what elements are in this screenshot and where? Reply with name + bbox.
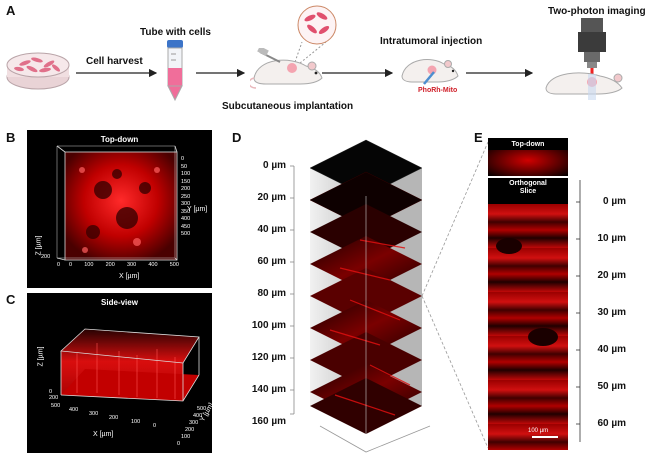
panel-e-axis	[576, 180, 581, 442]
tick: 0	[181, 156, 185, 162]
panel-c-z-ticks: 0 200	[49, 389, 58, 401]
panel-b-label: B	[6, 130, 16, 145]
panel-c-x-ticks: 500 400 300 200 100 0	[51, 403, 161, 437]
panel-b-x-ticks: 0 100 200 300 400 500	[69, 262, 179, 268]
tick: 0	[69, 262, 73, 268]
tick: 500	[169, 262, 179, 268]
panel-e-topdown-image: Top-down	[488, 138, 568, 176]
tick: 200	[49, 395, 59, 401]
depth-label: 100 µm	[251, 320, 286, 331]
depth-label: 0 µm	[263, 160, 286, 171]
tick: 300	[181, 201, 191, 207]
step-tube: Tube with cells	[140, 27, 211, 38]
panel-d-stack	[290, 139, 489, 453]
tick: 400	[181, 216, 191, 222]
tick: 350	[181, 208, 191, 215]
panel-b-y-axis: Y [µm]	[187, 206, 208, 213]
depth-label: 40 µm	[597, 344, 626, 355]
panel-b-title: Top-down	[100, 135, 139, 144]
panel-d-label: D	[232, 130, 242, 145]
tick: 500	[197, 406, 207, 412]
panel-a-label: A	[6, 3, 16, 18]
tick: 300	[127, 262, 137, 268]
depth-label: 160 µm	[251, 416, 286, 427]
tick: 400	[69, 407, 79, 413]
tick: 200	[109, 415, 119, 421]
depth-label: 10 µm	[597, 233, 626, 244]
step-injection: Intratumoral injection	[380, 36, 483, 47]
depth-label: 80 µm	[257, 288, 286, 299]
tick: 0	[177, 441, 181, 447]
tick: 0	[49, 389, 53, 395]
probe-label: PhoRh-Mito	[418, 87, 458, 94]
step-implantation: Subcutaneous implantation	[222, 101, 354, 112]
tick: 100	[84, 262, 94, 268]
panel-c-x-axis: X [µm]	[93, 431, 114, 438]
depth-label: 20 µm	[597, 270, 626, 281]
tick: 500	[51, 403, 61, 409]
depth-label: 60 µm	[597, 418, 626, 429]
tick: 250	[181, 193, 191, 200]
tick: 150	[181, 178, 191, 185]
depth-label: 20 µm	[257, 192, 286, 203]
depth-label: 140 µm	[251, 384, 286, 395]
tick: 100	[181, 171, 191, 177]
tick: 50	[181, 163, 188, 170]
panel-e-top-title: Top-down	[511, 141, 545, 148]
panel-e-slice-image: Orthogonal Slice 100 µm	[488, 178, 568, 450]
scalebar-label: 100 µm	[528, 428, 549, 434]
tick: 0	[57, 262, 61, 268]
panel-b-image: Top-down 0 100 200 300 400 500 X [µm]	[27, 130, 212, 288]
scalebar	[532, 436, 558, 438]
mouse-inject-icon	[401, 59, 459, 85]
signal	[496, 238, 522, 254]
panel-c-title: Side-view	[101, 298, 138, 307]
depth-label: 60 µm	[257, 256, 286, 267]
tick: 400	[148, 262, 158, 268]
signal	[488, 150, 568, 176]
step-cell-harvest: Cell harvest	[86, 56, 143, 67]
step-imaging: Two-photon imaging	[548, 6, 646, 17]
tick: 200	[185, 427, 195, 433]
tick: 200	[105, 262, 115, 268]
mouse-implant-icon	[250, 48, 323, 89]
tick: 300	[89, 411, 99, 417]
panel-b-y-ticks: 0 50 100 150 200 250 300 350 400 450 500	[181, 156, 190, 237]
tube-icon	[167, 40, 183, 102]
panel-e-slice-title: Orthogonal Slice	[509, 180, 547, 195]
panel-b-z-axis: Z [µm]	[35, 235, 43, 256]
panel-c-y-ticks: 0 100 200 300 400 500	[177, 401, 211, 447]
depth-label: 0 µm	[603, 196, 626, 207]
petri-dish-icon	[6, 52, 70, 90]
tick: 500	[181, 231, 191, 237]
workflow-arrows	[76, 41, 534, 78]
tick: 100	[181, 434, 191, 440]
signal	[528, 328, 558, 346]
depth-label: 30 µm	[597, 307, 626, 318]
tick: 0	[153, 423, 157, 429]
tick: 200	[41, 254, 51, 260]
tick: 200	[181, 186, 191, 192]
microscope-icon	[545, 18, 623, 100]
panel-c-z-axis: Z [µm]	[37, 346, 45, 367]
panel-c-image: Side-view 0 200 Z [µm] 500 400 300 200	[27, 293, 215, 453]
tick: 450	[181, 223, 191, 230]
panel-b-x-axis: X [µm]	[119, 273, 140, 280]
panel-c-label: C	[6, 292, 16, 307]
tick: 400	[193, 413, 203, 419]
tick: 100	[131, 419, 141, 425]
depth-label: 50 µm	[597, 381, 626, 392]
depth-label: 120 µm	[251, 352, 286, 363]
tick: 300	[189, 420, 199, 426]
panel-e-label: E	[474, 130, 483, 145]
depth-label: 40 µm	[257, 224, 286, 235]
cells-bubble-icon	[297, 5, 337, 45]
